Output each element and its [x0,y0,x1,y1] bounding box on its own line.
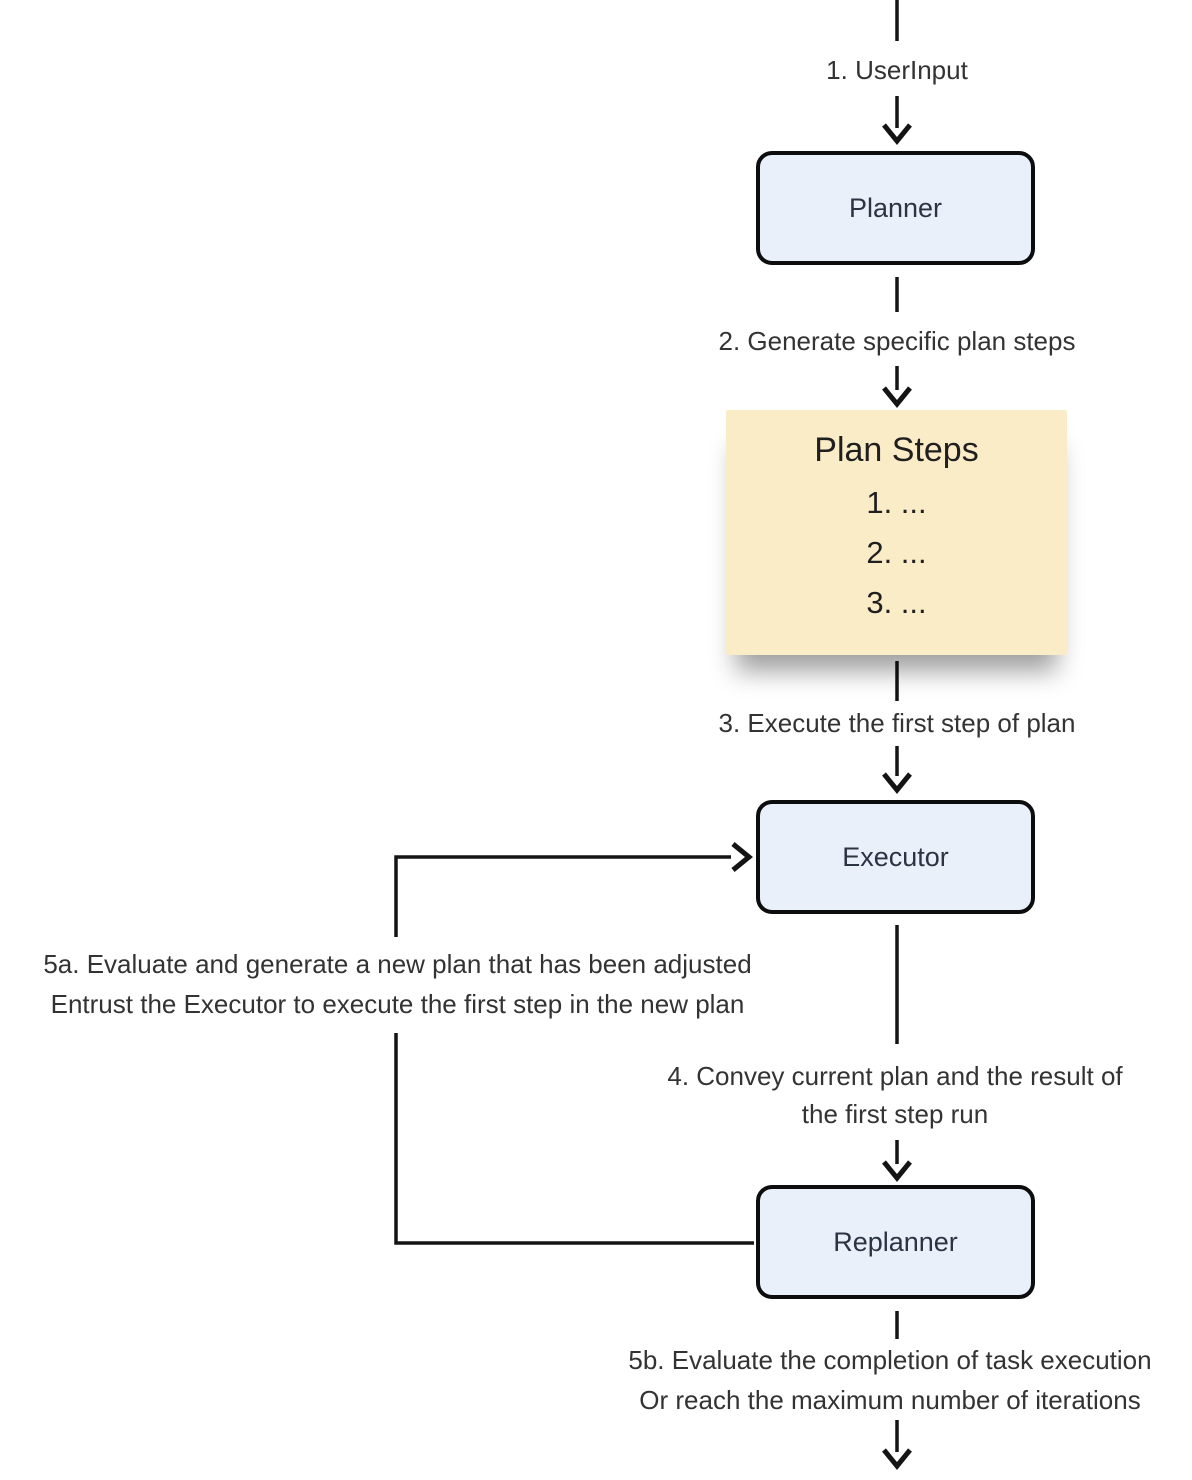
edge-label-completion: 5b. Evaluate the completion of task exec… [578,1340,1192,1420]
edge-label-generate-plan: 2. Generate specific plan steps [718,326,1076,356]
edge-label-convey-result-line2: the first step run [801,1099,989,1129]
plan-step-item: 1. ... [866,485,927,520]
edge-label-completion-line1: 5b. Evaluate the completion of task exec… [628,1345,1152,1375]
arrowhead-exit [882,1448,912,1470]
replanner-label: Replanner [833,1226,958,1257]
plan-steps-node: Plan Steps 1. ... 2. ... 3. ... [726,410,1067,655]
edge-label-userinput: 1. UserInput [826,55,968,85]
edge-label-replan-loop: 5a. Evaluate and generate a new plan tha… [0,944,795,1024]
arrowhead-into-planner [882,123,912,145]
arrowhead-into-replanner [882,1160,912,1182]
arrowhead-into-executor-left [731,842,753,872]
planner-node: Planner [756,151,1035,265]
plan-step-item: 2. ... [866,535,927,570]
arrowhead-into-plansteps [882,386,912,408]
replanner-node: Replanner [756,1185,1035,1299]
executor-node: Executor [756,800,1035,914]
loop-bottom-segment [394,1033,754,1245]
edge-label-convey-result-line1: 4. Convey current plan and the result of [667,1061,1123,1091]
executor-label: Executor [842,841,949,872]
loop-top-segment [394,855,731,937]
plan-steps-title: Plan Steps [814,431,979,469]
edge-label-convey-result: 4. Convey current plan and the result of… [645,1057,1145,1133]
edge-label-replan-loop-line1: 5a. Evaluate and generate a new plan tha… [43,949,752,979]
edge-label-replan-loop-line2: Entrust the Executor to execute the firs… [50,989,745,1019]
planner-label: Planner [848,192,943,223]
edge-label-execute-first-step: 3. Execute the first step of plan [718,708,1076,738]
edge-label-completion-line2: Or reach the maximum number of iteration… [639,1385,1141,1415]
plan-steps-list: 1. ... 2. ... 3. ... [726,478,1067,628]
plan-step-item: 3. ... [866,585,927,620]
arrowhead-into-executor-top [882,772,912,794]
